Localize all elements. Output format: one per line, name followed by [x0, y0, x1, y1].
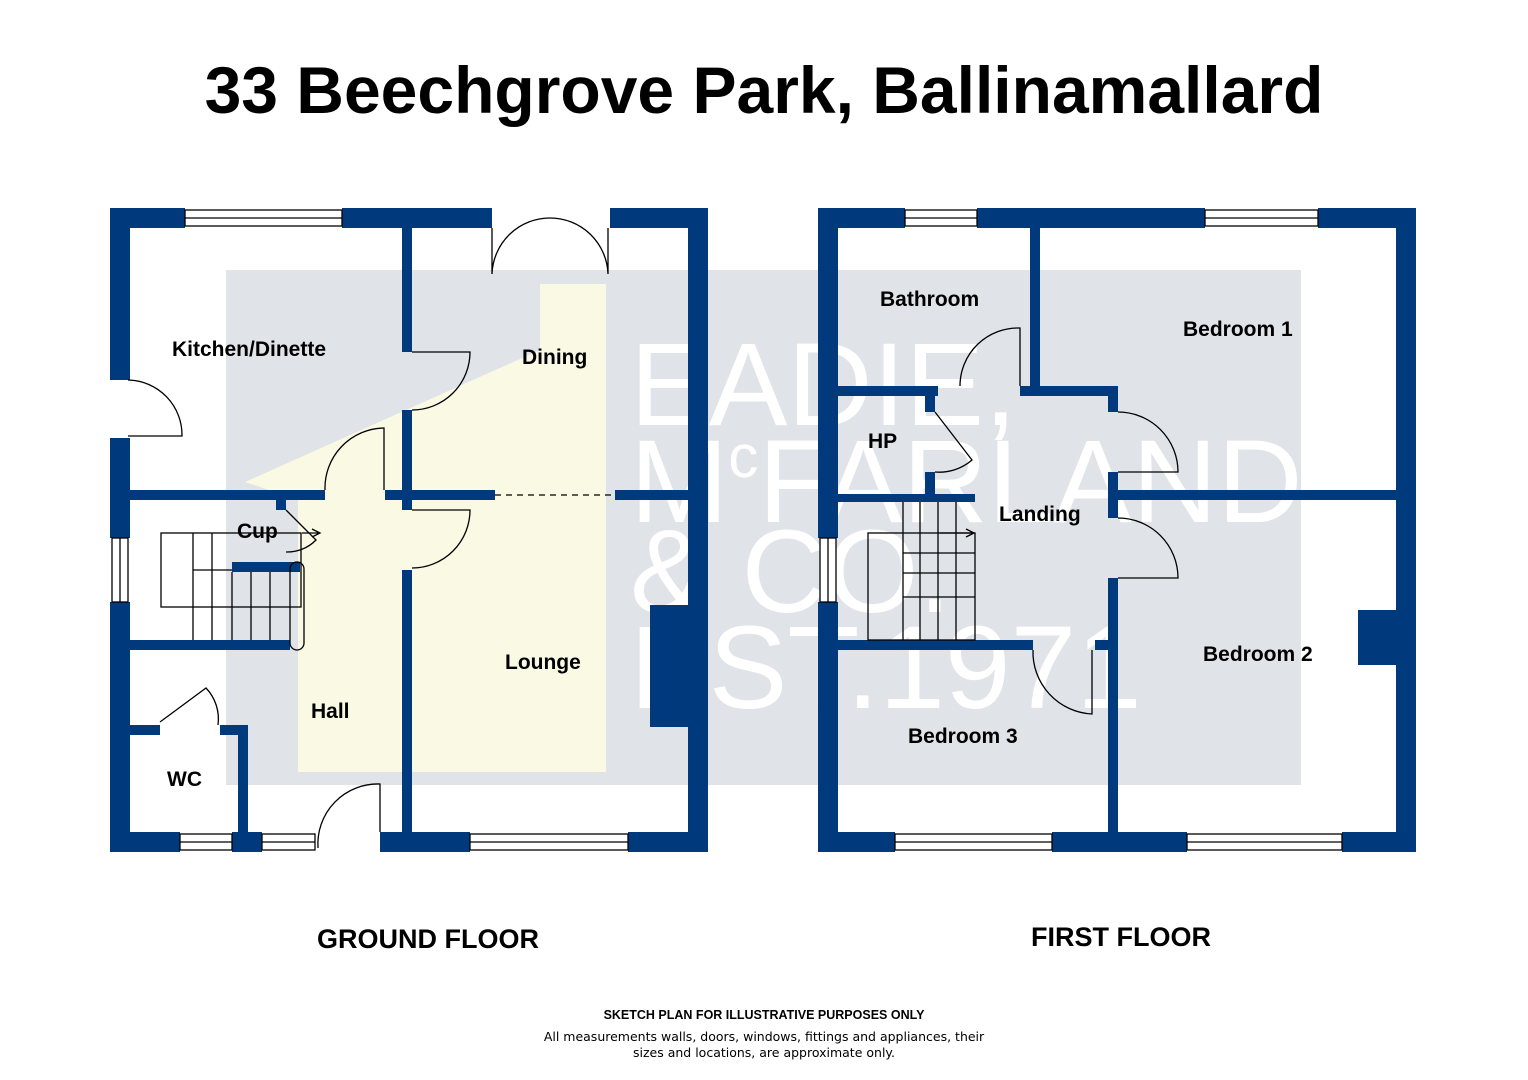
ground-floor-fixtures: [111, 209, 629, 851]
room-hall: Hall: [311, 700, 350, 723]
room-bedroom-3: Bedroom 3: [908, 725, 1018, 748]
disclaimer-heading: SKETCH PLAN FOR ILLUSTRATIVE PURPOSES ON…: [603, 1008, 925, 1022]
room-bedroom-2: Bedroom 2: [1203, 643, 1313, 666]
disclaimer-text: All measurements walls, doors, windows, …: [0, 1029, 1528, 1061]
stair-arrow-icon: [302, 528, 322, 538]
room-landing: Landing: [999, 503, 1081, 526]
room-labels: Kitchen/Dinette Dining Cup Lounge Hall W…: [167, 288, 1313, 791]
room-wc: WC: [167, 768, 202, 791]
highlight-area: [245, 284, 606, 772]
disclaimer-line-2: sizes and locations, are approximate onl…: [632, 1045, 896, 1060]
room-dining: Dining: [522, 346, 587, 369]
first-floor-fixtures: [819, 209, 1343, 851]
svg-text:EST.1971: EST.1971: [630, 602, 1142, 734]
room-kitchen-dinette: Kitchen/Dinette: [172, 338, 326, 361]
ground-floor-walls: [110, 208, 708, 852]
first-floor-walls: [818, 208, 1416, 852]
room-bedroom-1: Bedroom 1: [1183, 318, 1293, 341]
ground-floor-label: GROUND FLOOR: [317, 924, 539, 954]
first-floor-label: FIRST FLOOR: [1031, 922, 1211, 952]
room-lounge: Lounge: [505, 651, 581, 674]
watermark-logo: EADIE, McFARLAND & CO. EST.1971: [630, 319, 1303, 734]
room-bathroom: Bathroom: [880, 288, 979, 311]
room-cup: Cup: [237, 520, 278, 543]
page-title: 33 Beechgrove Park, Ballinamallard: [204, 53, 1324, 127]
room-hp: HP: [868, 430, 897, 453]
disclaimer-line-1: All measurements walls, doors, windows, …: [543, 1029, 985, 1044]
